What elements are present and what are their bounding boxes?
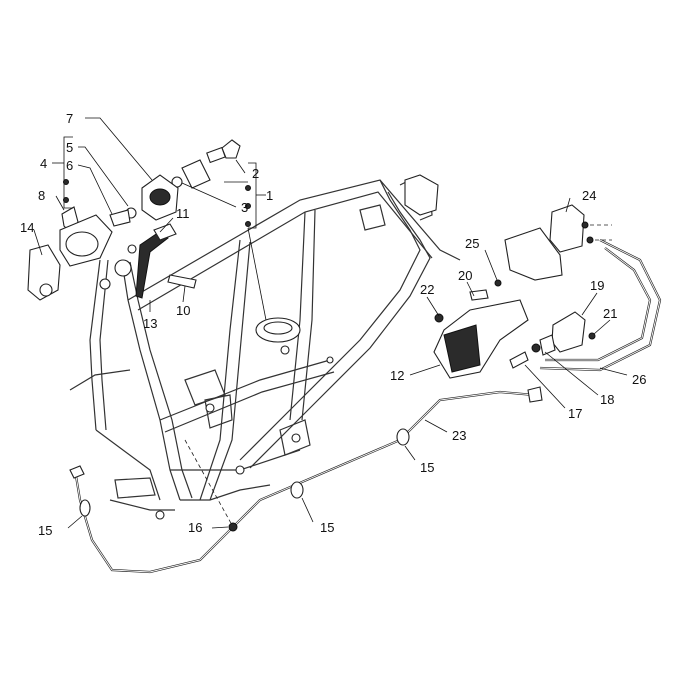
callout-14: 14 (20, 220, 34, 235)
seat-lock-parts (433, 204, 612, 379)
cable-clip-15-center (290, 481, 304, 499)
callout-15-right: 15 (420, 460, 434, 475)
callout-18: 18 (600, 392, 614, 407)
cables (69, 239, 662, 574)
callout-15-center: 15 (320, 520, 334, 535)
callout-12: 12 (390, 368, 404, 383)
callout-5: 5 (66, 140, 73, 155)
callout-11: 11 (176, 206, 190, 221)
cable-clip-15-right (396, 428, 410, 446)
callout-17: 17 (568, 406, 582, 421)
bolt-16 (228, 522, 238, 532)
cable-clip-15-left (79, 499, 91, 517)
callout-2: 2 (252, 166, 259, 181)
scooter-frame (69, 174, 461, 520)
callout-20: 20 (458, 268, 472, 283)
callout-labels: 1 2 3 4 5 6 7 8 10 11 12 13 14 15 15 15 … (20, 111, 646, 538)
callout-10: 10 (176, 303, 190, 318)
callout-25: 25 (465, 236, 479, 251)
callout-3: 3 (241, 200, 248, 215)
callout-23: 23 (452, 428, 466, 443)
leader-lines (33, 117, 628, 529)
callout-6: 6 (66, 158, 73, 173)
callout-22: 22 (420, 282, 434, 297)
callout-13: 13 (143, 316, 157, 331)
callout-19: 19 (590, 278, 604, 293)
ignition-parts (27, 139, 301, 355)
callout-21: 21 (603, 306, 617, 321)
callout-4: 4 (40, 156, 47, 171)
callout-24: 24 (582, 188, 596, 203)
callout-1: 1 (266, 188, 273, 203)
callout-8: 8 (38, 188, 45, 203)
callout-7: 7 (66, 111, 73, 126)
callout-15-left: 15 (38, 523, 52, 538)
callout-26: 26 (632, 372, 646, 387)
callout-16: 16 (188, 520, 202, 535)
